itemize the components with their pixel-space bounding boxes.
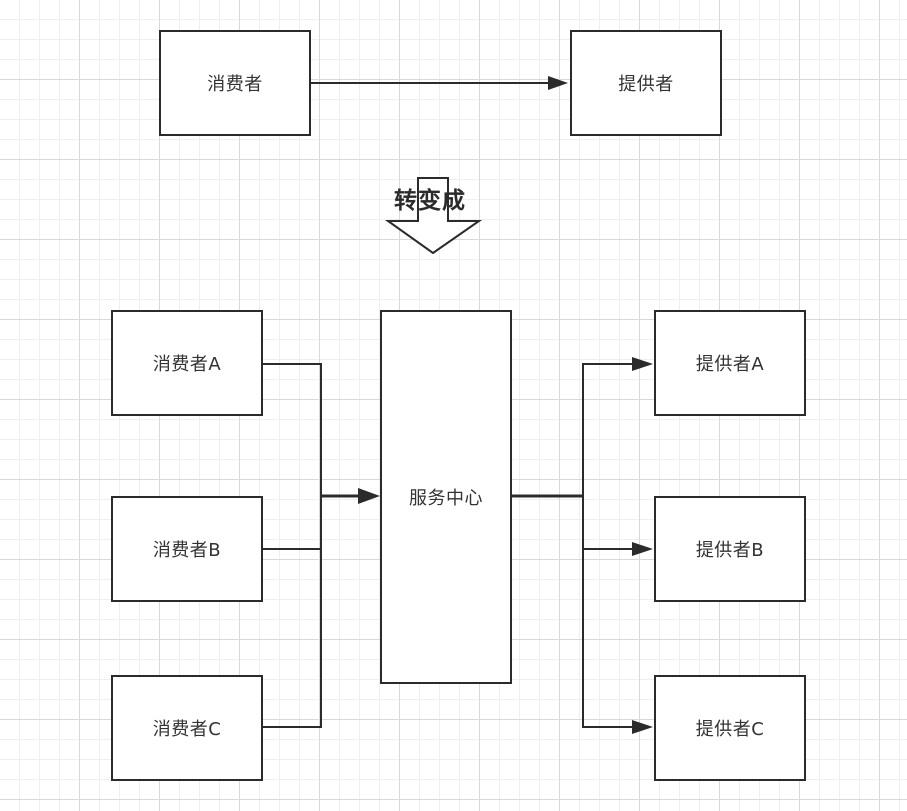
node-provider-c[interactable]: 提供者C — [654, 675, 806, 781]
edge-junction-to-center — [321, 488, 380, 504]
edge-center-to-provider-b — [582, 496, 653, 556]
edge-consumer-c-to-center — [262, 496, 322, 728]
node-consumer[interactable]: 消费者 — [159, 30, 311, 136]
node-consumer-a-label: 消费者A — [152, 354, 222, 375]
node-service-center-label: 服务中心 — [409, 488, 483, 509]
node-provider-b[interactable]: 提供者B — [654, 496, 806, 602]
node-consumer-a[interactable]: 消费者A — [111, 310, 263, 416]
node-consumer-b[interactable]: 消费者B — [111, 496, 263, 602]
edge-consumer-to-provider — [310, 76, 568, 90]
edge-center-to-provider-a — [582, 357, 653, 496]
edge-consumer-b-to-center — [262, 496, 322, 550]
node-provider-b-label: 提供者B — [695, 540, 765, 561]
node-provider-a[interactable]: 提供者A — [654, 310, 806, 416]
transform-arrow-shape — [384, 177, 483, 255]
node-consumer-label: 消费者 — [207, 74, 263, 95]
edge-consumer-a-to-center — [262, 363, 322, 496]
transform-label: 转变成 — [394, 188, 466, 214]
node-provider-label: 提供者 — [618, 74, 674, 95]
node-consumer-b-label: 消费者B — [152, 540, 222, 561]
edge-center-to-provider-c — [582, 496, 653, 734]
node-consumer-c[interactable]: 消费者C — [111, 675, 263, 781]
node-service-center[interactable]: 服务中心 — [380, 310, 512, 684]
node-provider-a-label: 提供者A — [695, 354, 765, 375]
node-provider-c-label: 提供者C — [695, 719, 765, 740]
node-provider[interactable]: 提供者 — [570, 30, 722, 136]
node-consumer-c-label: 消费者C — [152, 719, 222, 740]
